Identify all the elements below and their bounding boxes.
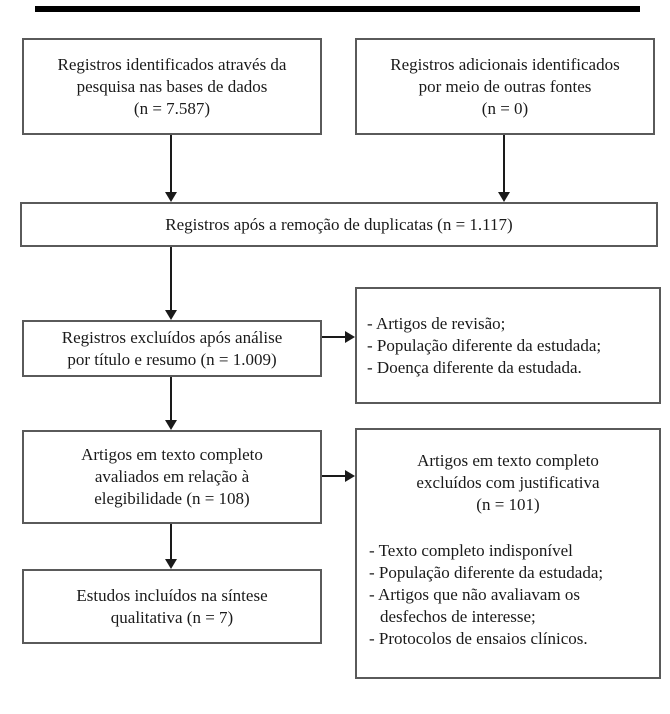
exclusion-reason-item: - População diferente da estudada; <box>369 563 604 582</box>
box-text-line: por meio de outras fontes <box>418 76 592 96</box>
connector-line-fulltext-to-excluded <box>322 475 346 477</box>
box-studies-included-qualitative: Estudos incluídos na síntese qualitativa… <box>22 569 322 644</box>
box-text-line: Estudos incluídos na síntese <box>76 585 268 605</box>
box-text-line: Registros adicionais identificados <box>390 54 620 74</box>
connector-line-screening-to-fulltext <box>170 377 172 421</box>
fulltext-excluded-reasons-list: - Texto completo indisponível - Populaçã… <box>357 540 659 650</box>
box-text-line: pesquisa nas bases de dados <box>76 76 268 96</box>
exclusion-reason-item: - Protocolos de ensaios clínicos. <box>369 629 588 648</box>
down-arrow-icon <box>165 192 177 202</box>
exclusion-reason-item-continuation: desfechos de interesse; <box>380 607 536 626</box>
right-arrow-icon <box>345 331 355 343</box>
fulltext-excluded-heading: Artigos em texto completo excluídos com … <box>357 450 659 516</box>
box-text-line: por título e resumo (n = 1.009) <box>67 349 277 369</box>
connector-line-dedup-to-screening <box>170 247 172 311</box>
box-text-line: excluídos com justificativa <box>416 473 600 492</box>
exclusion-reason-item: - Doença diferente da estudada. <box>367 357 582 377</box>
figure-top-rule <box>35 6 640 12</box>
box-count-line: (n = 0) <box>481 98 529 118</box>
exclusion-reason-item: - Artigos que não avaliavam os <box>369 585 581 604</box>
exclusion-reason-item: - Artigos de revisão; <box>367 313 506 333</box>
box-records-identified-databases: Registros identificados através da pesqu… <box>22 38 322 135</box>
box-text-line: Artigos em texto completo <box>81 445 263 464</box>
box-text-line: Artigos em texto completo <box>417 451 599 470</box>
down-arrow-icon <box>498 192 510 202</box>
connector-line-db-to-dedup <box>170 135 172 193</box>
box-records-after-duplicates: Registros após a remoção de duplicatas (… <box>20 202 658 247</box>
box-records-excluded-title-abstract: Registros excluídos após análise por tít… <box>22 320 322 377</box>
down-arrow-icon <box>165 310 177 320</box>
exclusion-reason-item: - População diferente da estudada; <box>367 335 602 355</box>
box-text-line: qualitativa (n = 7) <box>110 607 234 627</box>
connector-line-other-to-dedup <box>503 135 505 193</box>
box-text-line: avaliados em relação à <box>94 467 250 486</box>
down-arrow-icon <box>165 559 177 569</box>
exclusion-reason-item: - Texto completo indisponível <box>369 541 573 560</box>
box-screening-exclusion-reasons: - Artigos de revisão; - População difere… <box>355 287 661 404</box>
box-text-line: Registros após a remoção de duplicatas (… <box>165 214 513 234</box>
connector-line-fulltext-to-included <box>170 524 172 560</box>
connector-line-screening-to-reasons <box>322 336 346 338</box>
box-text-line: Registros excluídos após análise <box>61 327 283 347</box>
box-fulltext-assessed: Artigos em texto completo avaliados em r… <box>22 430 322 524</box>
box-count-line: (n = 101) <box>476 495 540 514</box>
box-count-line: (n = 7.587) <box>133 98 211 118</box>
box-text-line: Registros identificados através da <box>57 54 287 74</box>
box-fulltext-excluded: Artigos em texto completo excluídos com … <box>355 428 661 679</box>
box-text-line: elegibilidade (n = 108) <box>94 489 250 508</box>
right-arrow-icon <box>345 470 355 482</box>
box-records-identified-other-sources: Registros adicionais identificados por m… <box>355 38 655 135</box>
down-arrow-icon <box>165 420 177 430</box>
